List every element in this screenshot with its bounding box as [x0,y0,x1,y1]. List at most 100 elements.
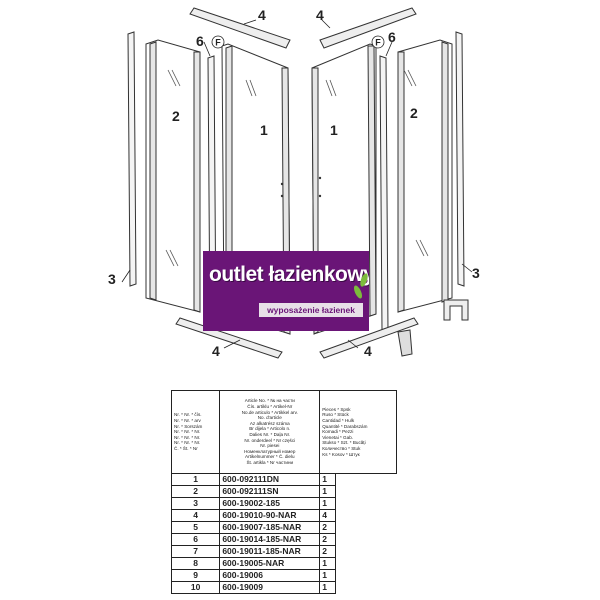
cell-num: 2 [170,485,221,498]
cell-num: 10 [170,581,221,594]
cell-code: 600-19006 [219,569,321,582]
cell-num: 5 [170,521,221,534]
logo-subtitle: wyposażenie łazienek [259,303,363,317]
header-line: Č. * Št. * Nr [174,445,198,451]
header-line: Vienetai * Gab. [322,434,354,440]
cell-qty: 1 [319,473,337,486]
header-line: Nr. onderdeel * Nr części [244,437,296,443]
part-label-3-right: 3 [472,265,480,281]
bottom-rail-right [319,317,419,359]
header-line: Pieces * Spsk [322,406,351,412]
callout-circle-f-left [211,35,225,49]
part-label-4-bottom-left: 4 [212,343,220,359]
cell-qty: 1 [319,569,337,582]
header-line: Stukso * Szt. * Bucăți [322,440,366,446]
cell-num: 9 [170,569,221,582]
part-label-1-right: 1 [330,122,338,138]
cell-num: 3 [170,497,221,510]
header-line: No. d'article [257,415,282,421]
cell-blank [335,545,397,558]
top-rail-left [189,7,291,49]
part-label-3-left: 3 [108,271,116,287]
header-line: Čís. artiklu * Artikel-Nr [247,404,293,410]
cell-qty: 1 [319,485,337,498]
cell-num: 6 [170,533,221,546]
cell-blank [335,497,397,510]
cell-qty: 2 [319,521,337,534]
left-wall-profile [127,31,137,287]
cell-blank [335,557,397,570]
header-line: Komadi * Pezzi [322,429,354,435]
cell-num: 7 [170,545,221,558]
logo-title: outlet łazienkowy [209,263,369,286]
cell-qty: 1 [319,497,337,510]
header-line: Nr. * Nr. * Nr. [174,434,201,440]
top-rail-right [319,7,417,49]
header-line: Nr. piesei [260,443,280,449]
header-line: Br dijela * Articolo n. [249,426,291,432]
cell-num: 8 [170,557,221,570]
cell-qty: 1 [319,557,337,570]
cell-qty: 1 [319,581,337,594]
cell-code: 600-19002-185 [219,497,321,510]
header-line: Quantité * Darabszám [322,423,368,429]
outlet-logo: outlet łazienkowy wyposażenie łazienek [203,251,369,331]
callout-circle-f-right [371,35,385,49]
cell-code: 600-19010-90-NAR [219,509,321,522]
header-line: Ks * Kosov * Штук [322,451,360,457]
callout-f-left: F [215,38,221,48]
handle-detail [397,329,413,357]
cell-qty: 2 [319,533,337,546]
cell-num: 4 [170,509,221,522]
part-label-6-right: 6 [388,29,396,45]
cell-code: 600-19009 [219,581,321,594]
cell-code: 600-092111SN [219,485,321,498]
header-line: Количество * Stuk [322,445,361,451]
header-line: Nr. * Nr. * Nr. [174,429,201,435]
header-line: Cantidad * Hulk [322,418,355,424]
cell-blank [335,569,397,582]
header-line: Nr. * Nr. * arv [174,418,201,424]
part-label-1-left: 1 [260,122,268,138]
header-line: Nr. * Sorszám [174,423,203,429]
header-line: Dalies Nr. * Daļa Nr. [249,432,291,437]
header-line: Nr. * Nr. * čís. [174,412,202,418]
cell-qty: 2 [319,545,337,558]
part-label-4-top-right: 4 [316,7,324,23]
right-wall-profile [455,31,465,287]
header-line: Artikelnummer * Č. dielu [245,454,295,460]
cell-blank [335,581,397,594]
part-label-6-left: 6 [196,33,204,49]
header-line: Article No. * № на части [244,398,295,404]
cell-num: 1 [170,473,221,486]
header-line: Nr. * Nr. * Nr. [174,440,201,446]
cell-code: 600-19011-185-NAR [219,545,321,558]
header-line: Ruso * Stück [322,412,349,418]
header-line: Номенклатурный номер [244,448,296,454]
cell-blank [335,521,397,534]
cell-qty: 4 [319,509,337,522]
header-line: No.de articulo * Artikkel arv. [241,409,298,415]
profile-cross-section [443,299,469,321]
part-label-4-top-left: 4 [258,7,266,23]
cell-code: 600-19005-NAR [219,557,321,570]
part-label-2-left: 2 [172,108,180,124]
cell-code: 600-092111DN [219,473,321,486]
cell-blank [335,485,397,498]
header-line: Az alkatrész száma [249,420,290,426]
cell-blank [335,473,397,486]
cell-code: 600-19007-185-NAR [219,521,321,534]
